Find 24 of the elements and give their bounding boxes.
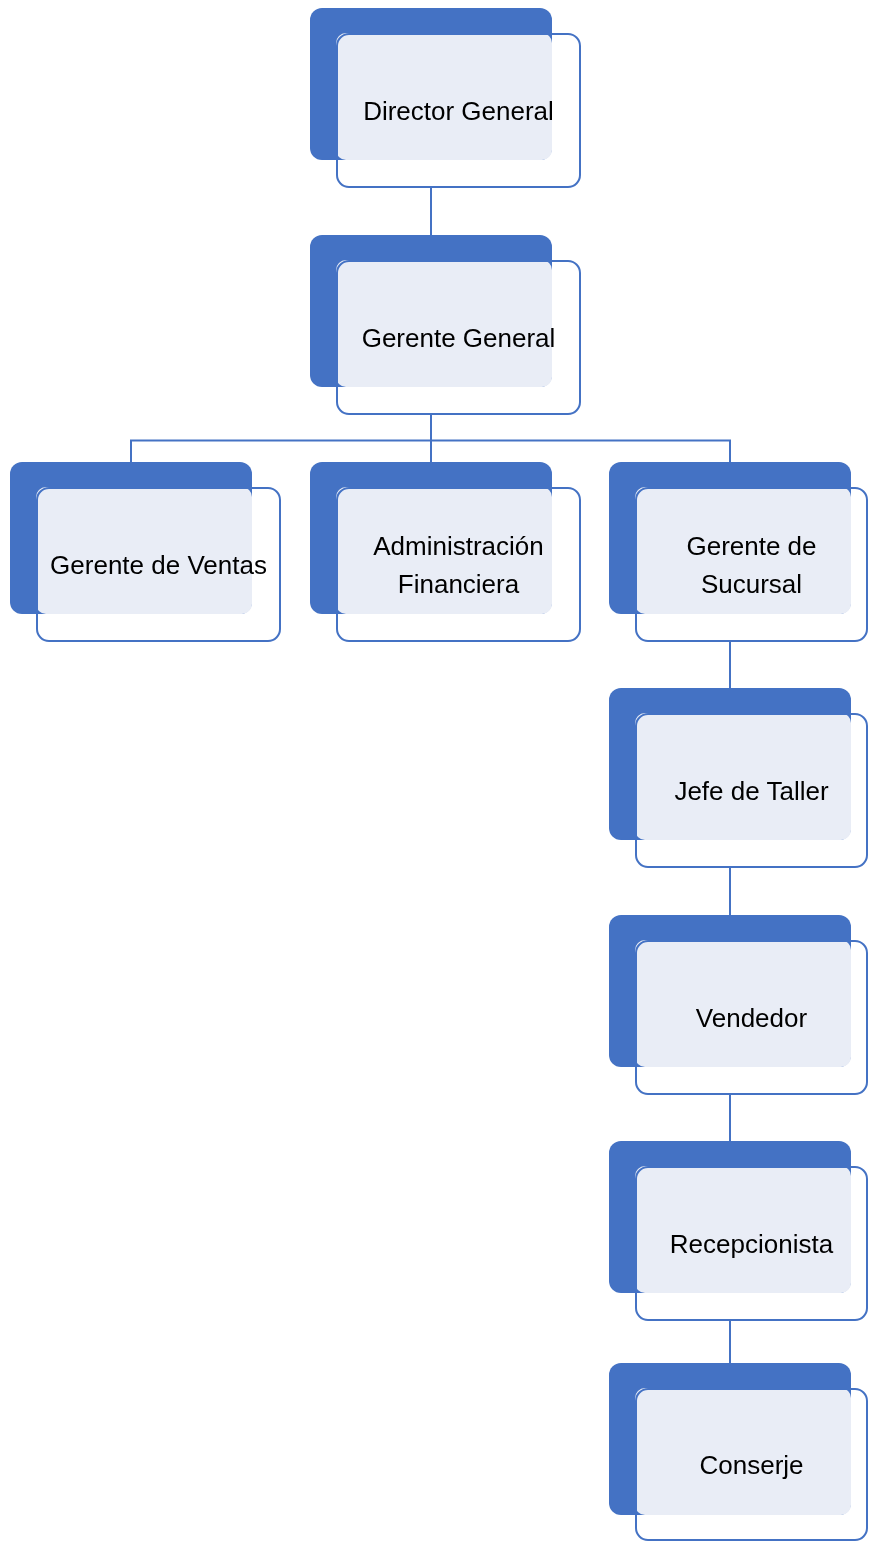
node-label: Recepcionista: [669, 1227, 834, 1261]
org-chart-box: [609, 462, 868, 642]
connector-line: [430, 414, 731, 463]
org-chart-box: [609, 1141, 868, 1321]
connector-line: [729, 641, 731, 689]
org-chart-box: [609, 915, 868, 1095]
connector-line: [729, 867, 731, 916]
org-chart-box: [310, 462, 581, 642]
node-label: Administración Financiera: [372, 529, 545, 601]
org-chart-box: [310, 235, 581, 415]
node-label: Gerente General: [361, 321, 556, 355]
node-label: Conserje: [699, 1448, 804, 1482]
org-chart-box: [609, 688, 868, 868]
org-chart-box: [10, 462, 281, 642]
node-label: Director General: [363, 94, 554, 128]
connector-line: [729, 1094, 731, 1142]
connector-line: [430, 187, 432, 236]
node-label: Gerente de Sucursal: [685, 529, 818, 601]
node-label: Vendedor: [695, 1001, 808, 1035]
org-chart-box: [310, 8, 581, 188]
connector-line: [729, 1320, 731, 1364]
node-label: Gerente de Ventas: [50, 548, 267, 582]
node-label: Jefe de Taller: [674, 774, 829, 808]
org-chart-box: [609, 1363, 868, 1541]
